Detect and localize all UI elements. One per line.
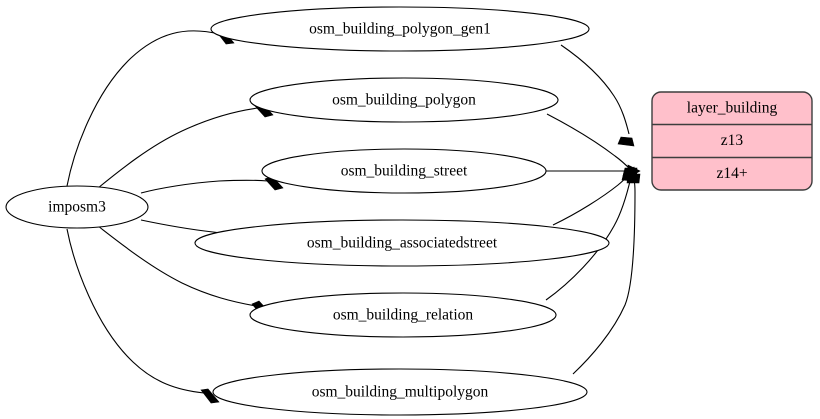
edge-osm_building_multipolygon-to-layer_building-z14plus xyxy=(572,173,641,375)
node-imposm3-label: imposm3 xyxy=(48,199,106,216)
node-osm_building_street-shape[interactable] xyxy=(261,148,547,194)
node-osm_building_street-label: osm_building_street xyxy=(341,163,468,180)
node-osm_building_multipolygon-label: osm_building_multipolygon xyxy=(312,384,489,401)
node-osm_building_polygon_gen1-shape[interactable] xyxy=(210,6,590,52)
record-row-layer-name: layer_building xyxy=(687,100,778,117)
node-osm_building_polygon_gen1[interactable]: osm_building_polygon_gen1 xyxy=(210,6,590,52)
edge-imposm3-to-osm_building_street xyxy=(140,175,284,194)
edge-osm_building_polygon-to-layer_building-z14plus xyxy=(546,113,638,181)
node-osm_building_relation[interactable]: osm_building_relation xyxy=(249,292,557,338)
node-layer_building[interactable]: layer_building z13 z14+ xyxy=(651,91,813,191)
record-row-zoom-13: z13 xyxy=(721,132,744,149)
node-osm_building_associatedstreet[interactable]: osm_building_associatedstreet xyxy=(194,219,610,267)
node-osm_building_multipolygon[interactable]: osm_building_multipolygon xyxy=(212,368,588,416)
edge-imposm3-to-osm_building_polygon_gen1 xyxy=(66,29,235,187)
record-row-zoom-14-plus: z14+ xyxy=(716,165,747,182)
node-osm_building_polygon-label: osm_building_polygon xyxy=(332,92,476,109)
node-osm_building_polygon[interactable]: osm_building_polygon xyxy=(249,77,559,123)
node-osm_building_associatedstreet-label: osm_building_associatedstreet xyxy=(307,235,498,252)
edge-group-tables-to-layer xyxy=(545,44,641,375)
edge-imposm3-to-osm_building_polygon xyxy=(97,102,274,189)
node-osm_building_multipolygon-shape[interactable] xyxy=(212,368,588,416)
node-layer_building-shape[interactable] xyxy=(651,91,813,191)
node-osm_building_associatedstreet-shape[interactable] xyxy=(194,219,610,267)
edge-osm_building_polygon_gen1-to-layer_building-z13 xyxy=(560,44,635,147)
edge-imposm3-to-osm_building_multipolygon xyxy=(66,228,220,404)
node-osm_building_polygon_gen1-label: osm_building_polygon_gen1 xyxy=(309,21,491,38)
node-osm_building_polygon-shape[interactable] xyxy=(249,77,559,123)
node-osm_building_relation-shape[interactable] xyxy=(249,292,557,338)
node-imposm3-shape[interactable] xyxy=(5,185,149,229)
node-imposm3[interactable]: imposm3 xyxy=(5,185,149,229)
node-osm_building_relation-label: osm_building_relation xyxy=(333,307,474,324)
node-osm_building_street[interactable]: osm_building_street xyxy=(261,148,547,194)
